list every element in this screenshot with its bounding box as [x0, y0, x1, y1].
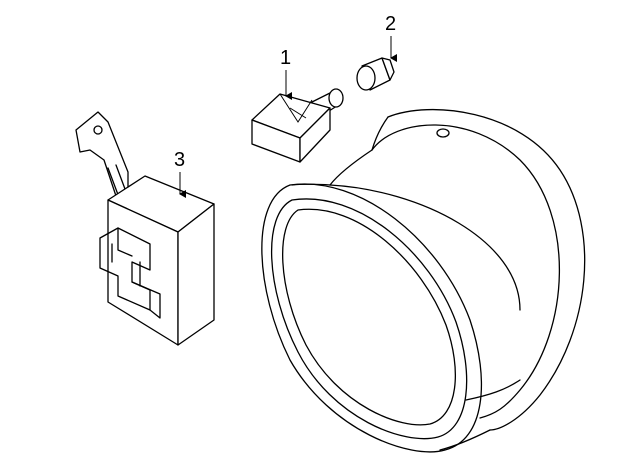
callout-3: 3	[174, 149, 186, 198]
wheel-rim	[261, 108, 586, 453]
callout-2: 2	[385, 13, 397, 62]
callout-label-1: 1	[280, 47, 291, 69]
callout-1: 1	[280, 47, 292, 100]
callout-label-2: 2	[385, 13, 396, 35]
bracket-hole	[93, 125, 103, 135]
valve-cap	[356, 57, 395, 91]
control-module	[75, 111, 215, 346]
tire-pressure-sensor	[251, 88, 344, 163]
valve-hole	[436, 128, 450, 138]
callout-label-3: 3	[174, 149, 185, 171]
